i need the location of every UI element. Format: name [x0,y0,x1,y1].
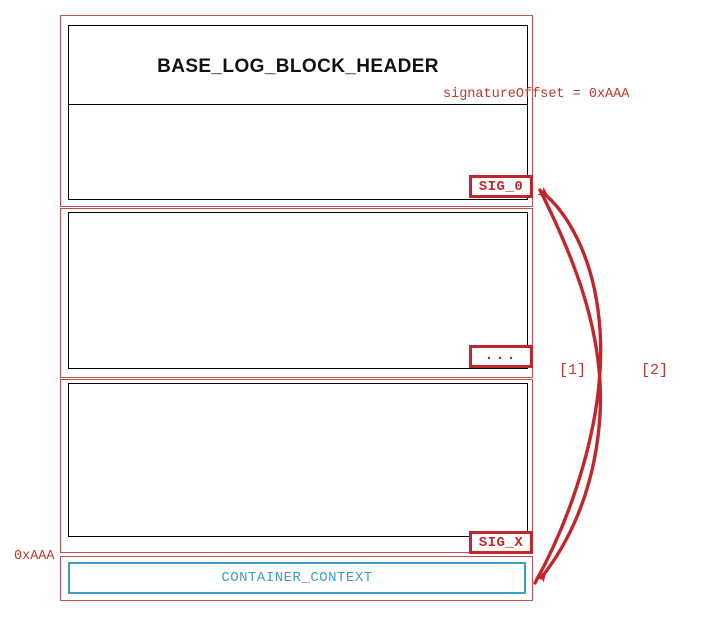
log-block-3-inner [68,383,528,537]
page-title: BASE_LOG_BLOCK_HEADER [157,56,439,77]
container-context-frame [60,556,533,601]
arrow-path-1 [533,186,603,585]
log-block-1-frame [60,15,533,207]
log-block-3-frame [60,379,533,553]
container-context-label: CONTAINER_CONTEXT [221,570,373,586]
signature-offset-annotation: signatureOffset = 0xAAA [443,87,630,102]
signature-badge-sig-0[interactable]: SIG_0 [469,175,533,198]
log-block-2-frame [60,208,533,378]
arrow-label-2: [2] [641,362,669,379]
arrow-label-1: [1] [559,362,587,379]
header-separator [68,104,528,105]
offset-marker-label: 0xAAA [14,549,55,564]
arrow-path-2 [535,188,603,583]
log-block-1-inner [68,25,528,200]
signature-badge-ellipsis[interactable]: ... [469,345,533,368]
log-block-2-inner [68,212,528,369]
signature-badge-sig-x[interactable]: SIG_X [469,531,533,554]
container-context-box[interactable]: CONTAINER_CONTEXT [68,562,526,594]
